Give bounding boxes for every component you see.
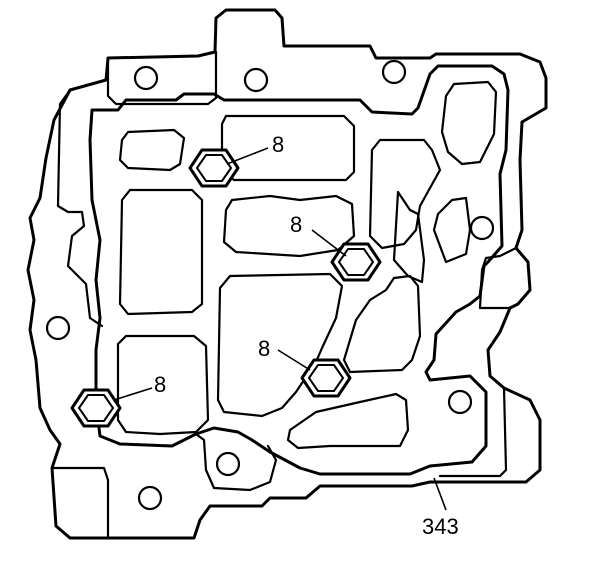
- leader-left: [113, 387, 153, 401]
- callout-bolt-top: 8: [272, 132, 284, 157]
- mounting-hole-5: [45, 315, 71, 341]
- callout-bolt-lower: 8: [258, 336, 270, 361]
- leader-part: [433, 477, 447, 511]
- leader-middle: [311, 229, 347, 257]
- passage-10: [286, 392, 410, 450]
- callout-bolt-left: 8: [154, 372, 166, 397]
- mounting-hole-7: [215, 451, 241, 477]
- mounting-hole-1: [133, 65, 159, 91]
- housing-step-right: [478, 246, 518, 310]
- passage-5: [368, 138, 442, 250]
- mounting-hole-6: [447, 389, 473, 415]
- housing-outline: [26, 8, 548, 540]
- housing-step-lower-right: [438, 386, 508, 478]
- callout-part-number: 343: [422, 514, 459, 539]
- bolt-left: [70, 388, 122, 428]
- passage-6: [440, 80, 498, 166]
- passage-12: [432, 196, 472, 264]
- boss-detail: [194, 432, 278, 492]
- passage-4: [222, 194, 356, 258]
- housing-ledge: [106, 50, 218, 106]
- bolt-top: [188, 148, 240, 188]
- housing-step-left: [56, 88, 104, 328]
- mounting-hole-2: [243, 67, 269, 93]
- bolt-lower: [300, 358, 352, 398]
- leader-top: [226, 147, 269, 165]
- passage-11: [392, 190, 426, 284]
- gasket-outline: [88, 64, 510, 476]
- passage-1: [118, 128, 186, 172]
- callout-bolt-middle: 8: [290, 212, 302, 237]
- mounting-hole-3: [381, 59, 407, 85]
- mounting-hole-8: [137, 485, 163, 511]
- housing-step-lower-left: [50, 466, 110, 540]
- leader-lower: [277, 349, 311, 371]
- passage-9: [116, 334, 210, 436]
- passage-2: [220, 114, 356, 182]
- passage-3: [118, 188, 204, 316]
- mounting-hole-4: [469, 215, 495, 241]
- bolt-middle: [330, 242, 382, 282]
- passage-7: [342, 274, 422, 374]
